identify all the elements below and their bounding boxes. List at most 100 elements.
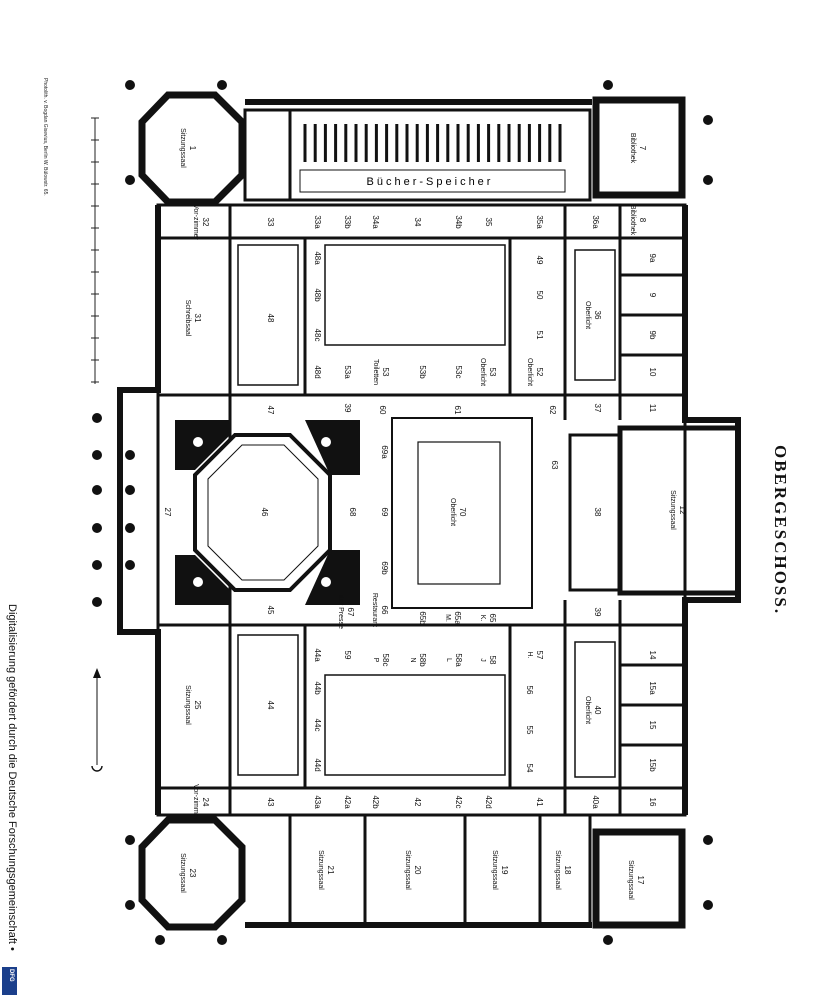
room-number: 69	[380, 508, 389, 517]
room-r53b: 53b	[418, 365, 427, 379]
room-name: Sitzungssaal	[627, 860, 634, 900]
room-number: 55	[525, 726, 534, 735]
room-r42a: 42a	[343, 795, 352, 809]
room-r39b: 39	[593, 608, 602, 617]
room-number: 69a	[380, 445, 389, 459]
column-dot	[125, 175, 135, 185]
room-name: Bibliothek	[629, 205, 636, 236]
room-r48a: 48a	[313, 251, 322, 265]
room-number: 18	[563, 866, 572, 875]
column-dot	[125, 560, 135, 570]
room-name: M.	[444, 614, 451, 622]
room-r53a: 53a	[343, 365, 352, 379]
octagon-room-23	[138, 816, 246, 931]
room-number: 62	[548, 406, 557, 415]
room-r33a: 33a	[313, 215, 322, 229]
room-r15: 15	[648, 721, 657, 730]
room-r55: 55	[525, 726, 534, 735]
room-name: J	[479, 658, 486, 662]
room-r9a: 9a	[648, 254, 657, 263]
room-r56: 56	[525, 686, 534, 695]
room-number: 9a	[648, 254, 657, 263]
room-r42: 42	[413, 798, 422, 807]
room-name: Sitzungssaal	[317, 850, 324, 890]
room-r37: 37	[593, 404, 602, 413]
room-number: 48d	[313, 365, 322, 378]
room-r63: 63	[550, 461, 559, 470]
room-number: 69b	[380, 561, 389, 575]
room-r69: 69	[380, 508, 389, 517]
dome-hall-46	[193, 433, 332, 592]
room-number: 42	[413, 798, 422, 807]
room-number: 43a	[313, 795, 322, 809]
room-number: 70	[458, 508, 467, 517]
room-number: 25	[193, 701, 202, 710]
room-r38: 38	[593, 508, 602, 517]
column-dot	[703, 175, 713, 185]
room-name: K.	[479, 615, 486, 622]
column-dot	[703, 115, 713, 125]
room-r35: 35	[484, 218, 493, 227]
room-r9: 9	[648, 293, 657, 298]
room-name: Oberlicht	[449, 498, 456, 526]
room-number: 20	[413, 866, 422, 875]
room-r54: 54	[525, 764, 534, 773]
room-number: 66	[380, 606, 389, 615]
room-number: 57	[535, 651, 544, 660]
room-r59: 59	[343, 651, 352, 660]
column-dot	[217, 935, 227, 945]
room-name: H.	[526, 652, 533, 659]
column-dot	[703, 900, 713, 910]
room-number: 36a	[591, 215, 600, 229]
room-r65: 65K.	[479, 614, 497, 623]
room-number: 15b	[648, 758, 657, 772]
room-number: 9	[648, 293, 657, 298]
room-r42d: 42d	[484, 795, 493, 808]
room-number: 11	[648, 404, 657, 413]
room-number: 59	[343, 651, 352, 660]
room-number: 35a	[535, 215, 544, 229]
room-number: 35	[484, 218, 493, 227]
room-name: Vor-zimmer	[192, 784, 199, 820]
room-r39: 39	[343, 404, 352, 413]
room-number: 16	[648, 798, 657, 807]
room-r34b: 34b	[454, 215, 463, 229]
room-r53c: 53c	[454, 366, 463, 379]
room-number: 43	[266, 798, 275, 807]
room-number: 14	[648, 651, 657, 660]
column-dot	[125, 80, 135, 90]
room-number: 58c	[381, 654, 390, 667]
room-number: 33a	[313, 215, 322, 229]
room-number: 1	[188, 146, 197, 151]
room-number: 7	[638, 146, 647, 151]
room-name: Oberlicht	[584, 301, 591, 329]
scale-bar	[91, 117, 99, 384]
room-number: 51	[535, 331, 544, 340]
room-number: 34a	[371, 215, 380, 229]
room-r69b: 69b	[380, 561, 389, 575]
room-number: 32	[201, 218, 210, 227]
room-name: Sitzungssaal	[184, 685, 191, 725]
room-r44d: 44d	[313, 758, 322, 771]
column-dot	[217, 80, 227, 90]
room-number: 9b	[648, 331, 657, 340]
room-r69a: 69a	[380, 445, 389, 459]
room-number: 68	[348, 508, 357, 517]
room-r48c: 48c	[313, 329, 322, 342]
room-r10: 10	[648, 368, 657, 377]
room-number: 39	[343, 404, 352, 413]
room-r15b: 15b	[648, 758, 657, 772]
north-arrow-icon	[91, 668, 103, 772]
room-number: 44	[266, 701, 275, 710]
room-name: Bibliothek	[629, 133, 636, 164]
